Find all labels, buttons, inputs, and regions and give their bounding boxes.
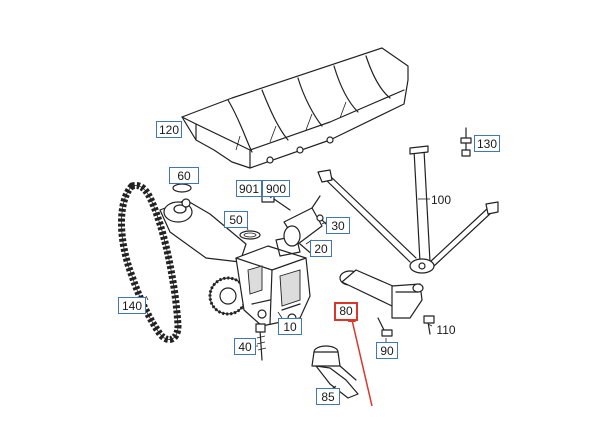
label-part-100: 100 <box>430 193 452 207</box>
label-part-50: 50 <box>224 211 248 228</box>
bolt-30 <box>316 214 327 225</box>
label-part-40: 40 <box>234 338 256 355</box>
label-part-900: 900 <box>262 180 290 197</box>
o-ring-60 <box>172 183 192 193</box>
bolt-90 <box>377 317 393 337</box>
label-part-20: 20 <box>310 240 332 257</box>
label-part-10: 10 <box>278 318 302 335</box>
oil-pump-chain <box>118 182 182 343</box>
label-part-60: 60 <box>169 167 199 184</box>
label-part-120: 120 <box>156 121 182 138</box>
label-part-80: 80 <box>334 302 358 321</box>
label-part-901: 901 <box>236 180 262 197</box>
o-ring-50 <box>239 230 261 240</box>
oil-pan-baffle <box>181 47 409 169</box>
bolt-110 <box>423 315 435 335</box>
oil-pan-brace <box>317 145 499 274</box>
label-part-85: 85 <box>316 388 340 405</box>
bolt-40 <box>255 323 267 361</box>
highlight-arrow <box>351 319 373 407</box>
oil-pump-assembly <box>159 198 311 327</box>
connector-900 <box>261 195 291 211</box>
label-part-30: 30 <box>326 217 350 234</box>
oil-pickup-tube <box>339 269 424 319</box>
label-part-110: 110 <box>436 323 456 337</box>
label-part-130: 130 <box>474 135 500 152</box>
label-part-90: 90 <box>376 342 398 359</box>
label-part-140: 140 <box>118 297 146 314</box>
oil-strainer-85 <box>311 345 359 399</box>
